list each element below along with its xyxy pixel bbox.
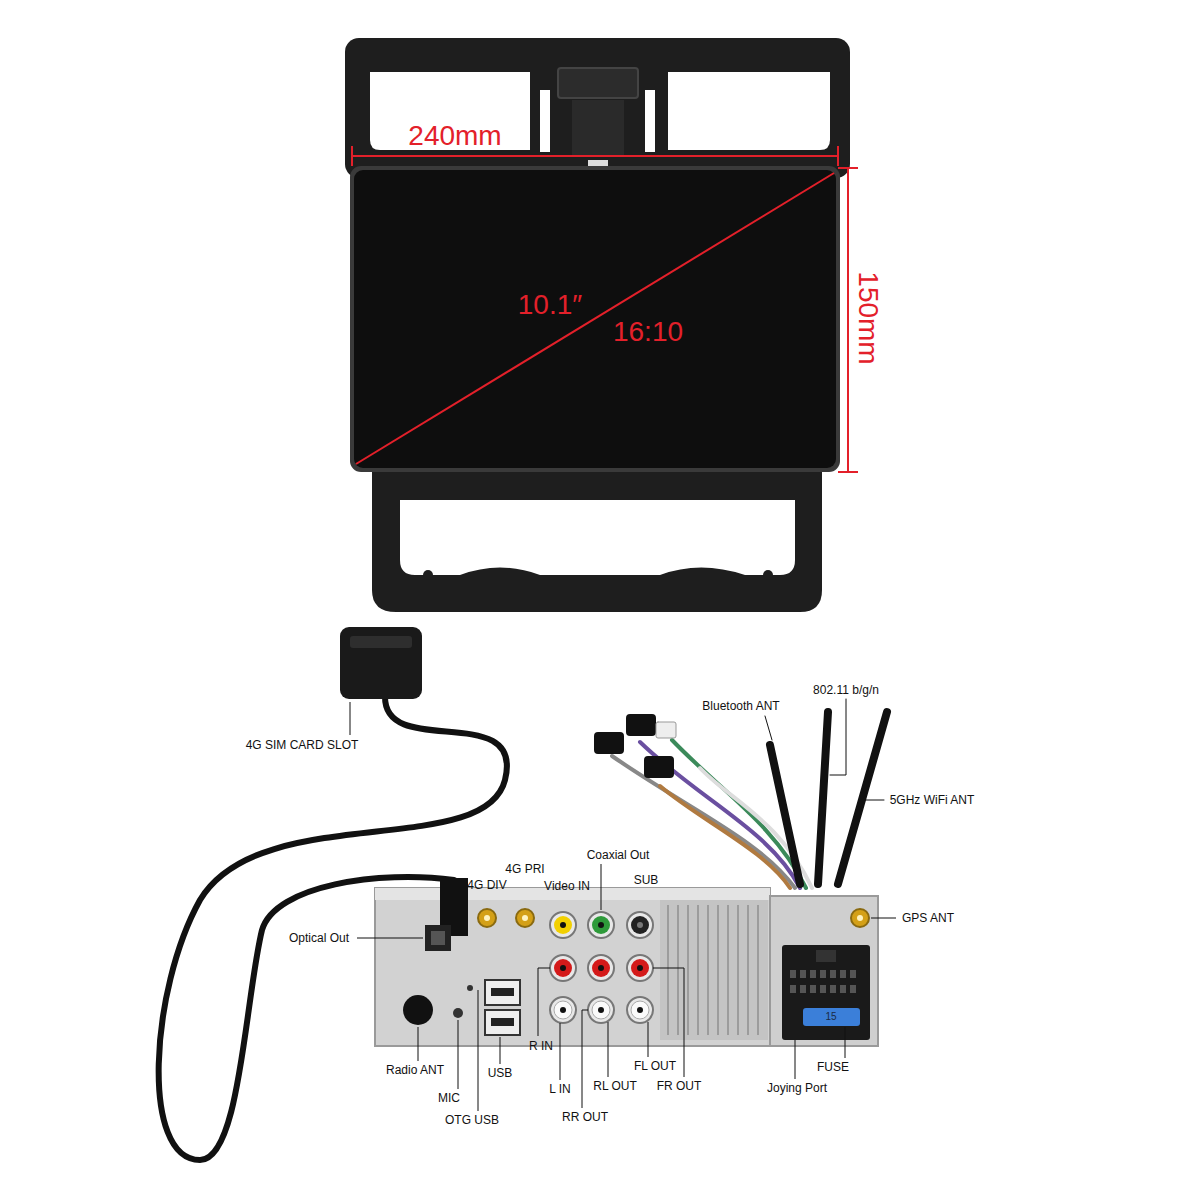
port-label: R IN [529, 1040, 553, 1052]
port-label: USB [488, 1067, 513, 1079]
port-label: MIC [438, 1092, 460, 1104]
port-label: Joying Port [767, 1082, 827, 1094]
port-label: RR OUT [562, 1111, 608, 1123]
aspect-ratio: 16:10 [613, 318, 683, 346]
antennas [765, 699, 887, 884]
wire-harness [596, 716, 812, 888]
antenna-label: Bluetooth ANT [702, 700, 779, 712]
port-label: Optical Out [289, 932, 349, 944]
port-label: RL OUT [593, 1080, 637, 1092]
sim-cable [159, 627, 507, 1160]
unit-body [357, 864, 896, 1046]
port-label: 4G PRI [505, 863, 544, 875]
dimension-lines [352, 146, 858, 472]
port-label: L IN [549, 1083, 571, 1095]
dimension-text: 150mm [854, 271, 882, 364]
antenna-label: 5GHz WiFi ANT [890, 794, 975, 806]
port-label: FUSE [817, 1061, 849, 1073]
port-label: 4G DIV [467, 879, 506, 891]
part-label: 4G SIM CARD SLOT [246, 739, 359, 751]
port-label: GPS ANT [902, 912, 954, 924]
screen-size: 10.1″ [518, 291, 582, 319]
antenna-label: 802.11 b/g/n [813, 684, 879, 696]
fuse-rating: 15 [825, 1012, 836, 1022]
port-label: Radio ANT [386, 1064, 444, 1076]
port-label: FL OUT [634, 1060, 676, 1072]
leader-lines [418, 968, 845, 1111]
dash-bezel [345, 38, 850, 612]
screen [350, 166, 840, 472]
port-label: Coaxial Out [587, 849, 650, 861]
port-label: SUB [634, 874, 659, 886]
port-label: Video IN [544, 880, 590, 892]
port-label: FR OUT [657, 1080, 702, 1092]
dimension-text: 240mm [408, 122, 501, 150]
port-label: OTG USB [445, 1114, 499, 1126]
